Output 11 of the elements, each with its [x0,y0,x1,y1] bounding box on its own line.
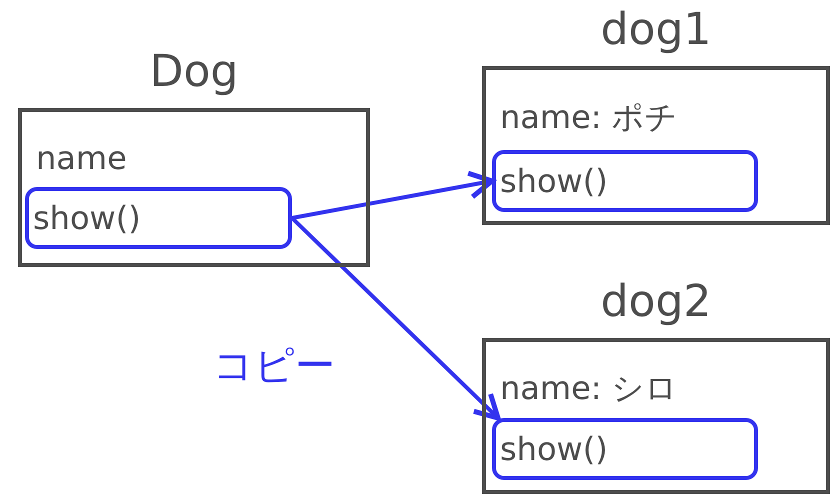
method-box: show() [25,187,292,249]
field-text: name: シロ [500,368,678,408]
box-heading: dog1 [600,4,712,56]
method-box: show() [492,418,758,480]
arrow [292,170,494,220]
box-heading: dog2 [600,276,712,328]
field-text: name [36,138,127,178]
box-heading: Dog [148,46,240,98]
arrow [290,216,500,420]
method-box: show() [492,150,758,212]
field-text: name: ポチ [500,97,678,137]
